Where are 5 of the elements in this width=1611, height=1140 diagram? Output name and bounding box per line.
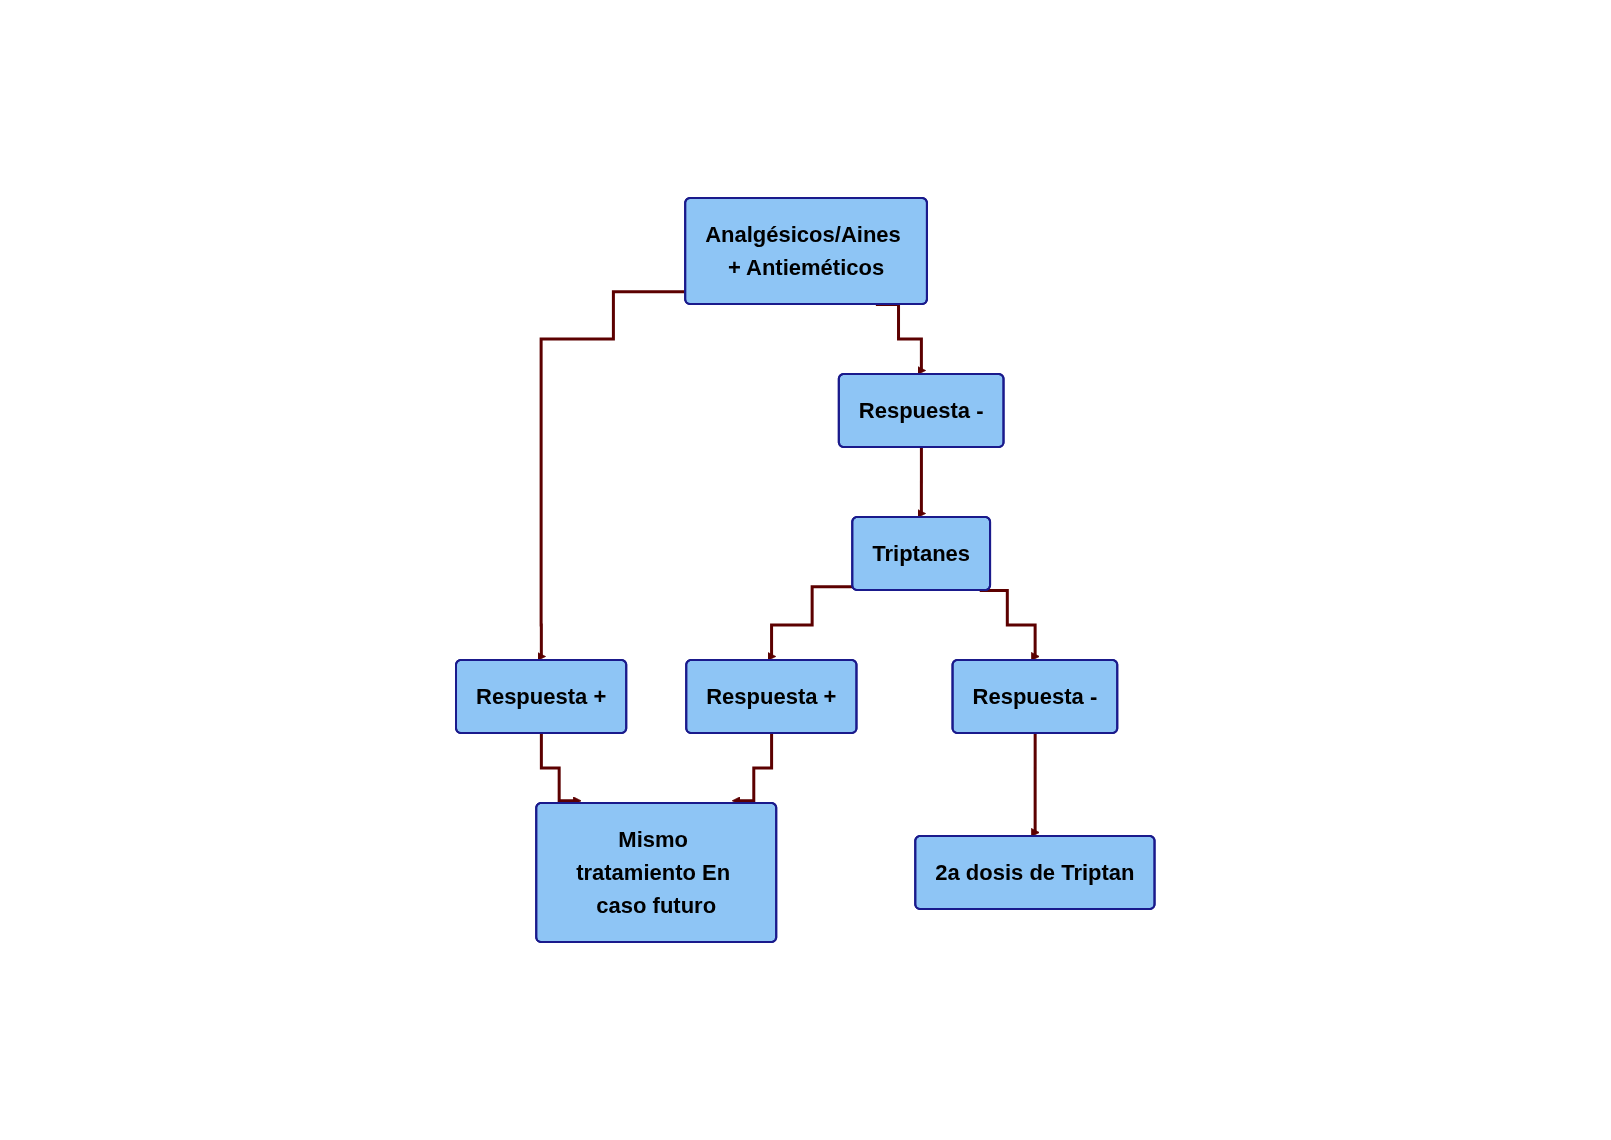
- arrow: [537, 290, 686, 661]
- arrow: [979, 589, 1040, 661]
- arrow: [1031, 732, 1040, 837]
- arrow: [917, 446, 927, 518]
- arrow: [767, 585, 854, 661]
